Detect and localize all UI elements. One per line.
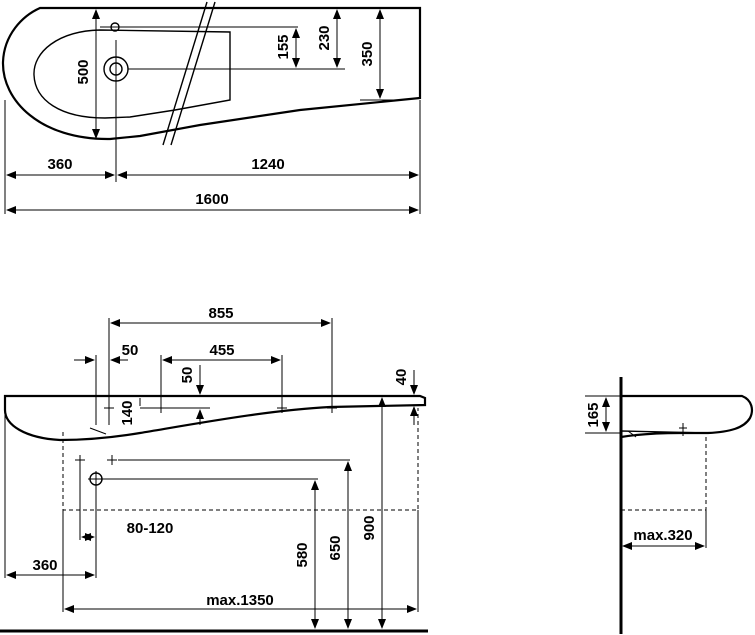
bracket-detail (627, 430, 637, 438)
label-650: 650 (327, 535, 344, 560)
bowl-detail (89, 427, 107, 435)
basin-inner-side (620, 430, 707, 434)
break-line (162, 1, 208, 146)
cabinet-outline (62, 408, 419, 511)
label-455: 455 (209, 342, 234, 359)
label-230: 230 (316, 25, 333, 50)
basin-outline-top (1, 6, 422, 141)
label-155: 155 (275, 34, 292, 59)
break-line (170, 1, 216, 146)
label-165: 165 (585, 402, 602, 427)
basin-outline-side (620, 394, 753, 439)
label-500: 500 (75, 59, 92, 84)
label-140: 140 (119, 400, 136, 425)
front-view: 855 50 455 50 40 140 80-120 360 580 650 … (0, 305, 428, 633)
hole-markers (75, 403, 337, 465)
label-80-120: 80-120 (127, 520, 174, 537)
label-360-top: 360 (47, 156, 72, 173)
label-900: 900 (361, 515, 378, 540)
cabinet-outline-side (621, 436, 707, 511)
top-view: 500 155 230 350 360 1240 1600 (1, 1, 422, 214)
label-580: 580 (294, 542, 311, 567)
label-50a: 50 (122, 342, 139, 359)
bowl-outline-top (33, 29, 231, 119)
label-max320: max.320 (633, 527, 692, 544)
label-360-front: 360 (32, 557, 57, 574)
basin-outline-front (3, 394, 427, 442)
label-1240: 1240 (251, 156, 284, 173)
label-50b: 50 (179, 367, 196, 384)
label-350: 350 (359, 41, 376, 66)
side-view: 165 max.320 (585, 377, 753, 634)
label-855: 855 (208, 305, 233, 322)
label-1600: 1600 (195, 191, 228, 208)
label-max1350: max.1350 (206, 592, 274, 609)
label-40: 40 (393, 369, 410, 386)
